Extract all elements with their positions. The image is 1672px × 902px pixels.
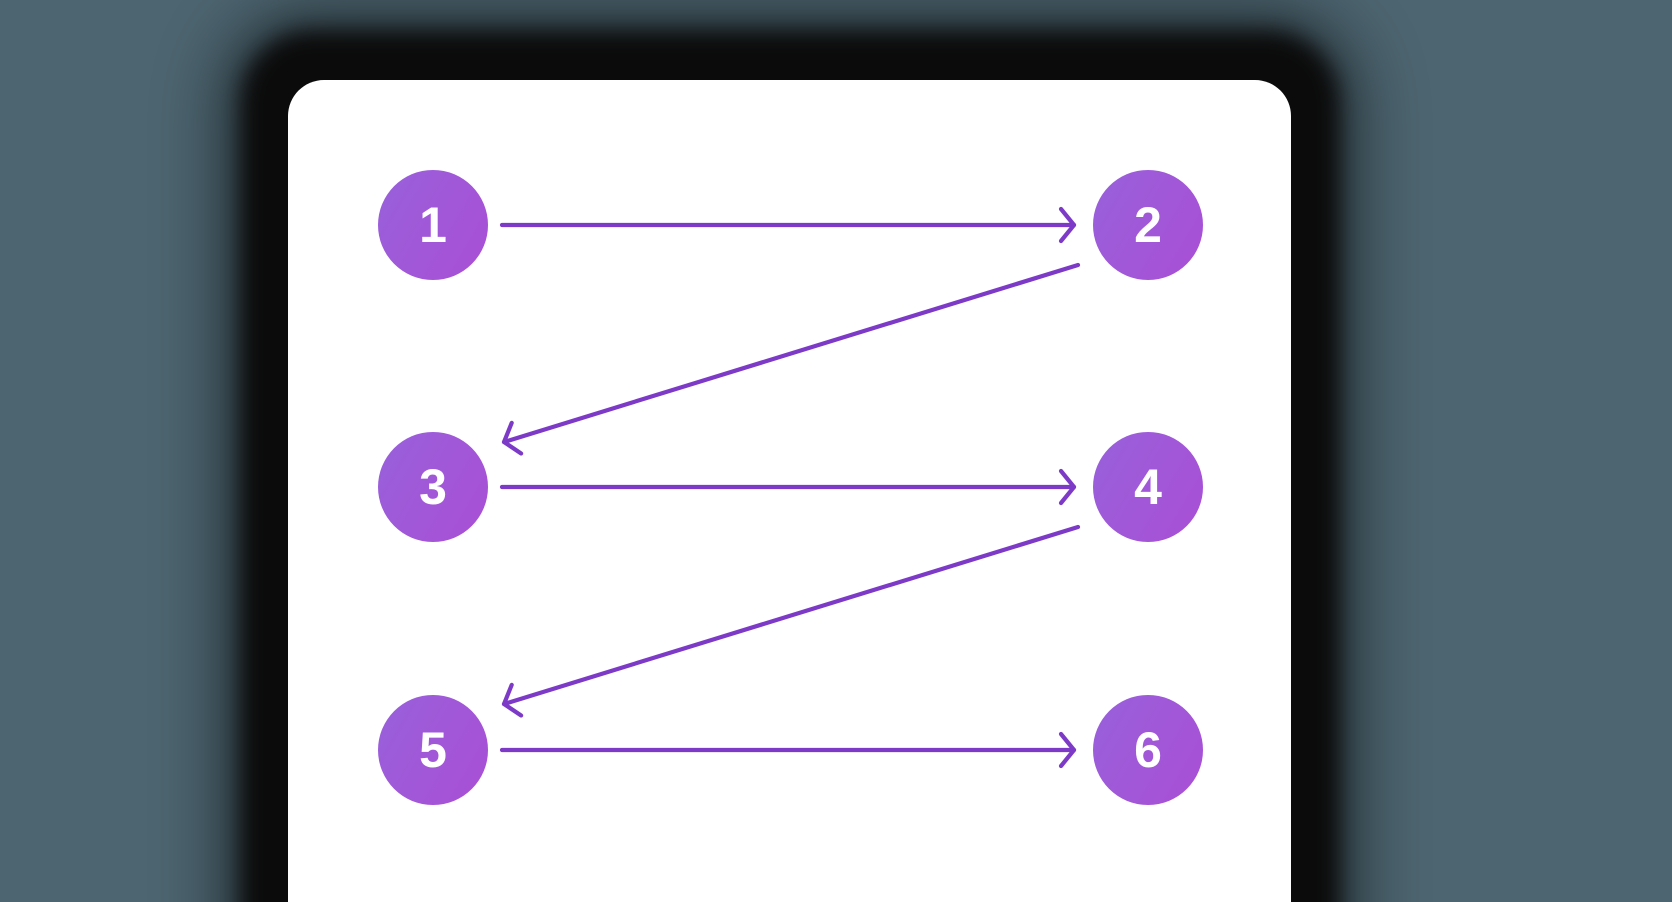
arrow-2-to-3 [501, 262, 1081, 456]
node-label-3: 3 [419, 459, 447, 515]
node-circle-1: 1 [378, 170, 488, 280]
node-label-6: 6 [1134, 722, 1162, 778]
node-circle-4: 4 [1093, 432, 1203, 542]
arrow-4-to-5 [501, 524, 1081, 718]
node-label-1: 1 [419, 197, 447, 253]
node-label-4: 4 [1134, 459, 1162, 515]
node-circle-3: 3 [378, 432, 488, 542]
node-circle-6: 6 [1093, 695, 1203, 805]
node-label-5: 5 [419, 722, 447, 778]
node-circle-2: 2 [1093, 170, 1203, 280]
node-circle-5: 5 [378, 695, 488, 805]
node-label-2: 2 [1134, 197, 1162, 253]
